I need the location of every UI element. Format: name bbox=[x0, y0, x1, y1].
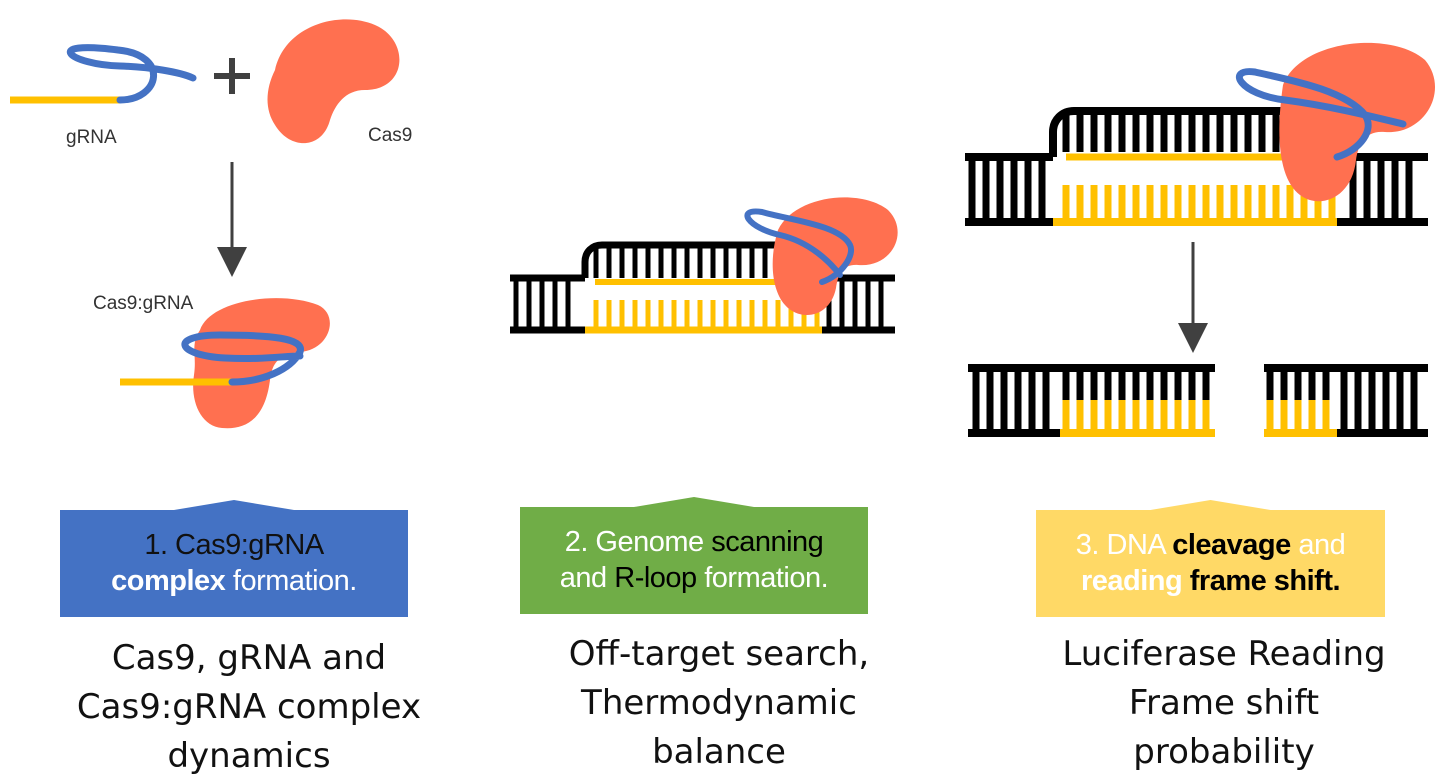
description-line: probability bbox=[1133, 732, 1315, 772]
step-3-title-part: 3. DNA bbox=[1075, 529, 1173, 561]
description-line: Luciferase Reading bbox=[1062, 634, 1386, 674]
step-3-title-part: frame shift. bbox=[1182, 565, 1341, 597]
step-1-box: 1. Cas9:gRNA complex formation. bbox=[60, 500, 408, 617]
step-1-description: Cas9, gRNA and Cas9:gRNA complex dynamic… bbox=[64, 634, 434, 781]
step-2-box: 2. Genome scanning and R-loop formation. bbox=[520, 497, 868, 614]
step-1-notch bbox=[174, 500, 294, 510]
description-line: dynamics bbox=[167, 736, 331, 776]
step-2-title-part: and bbox=[559, 562, 615, 594]
dna-rloop-small bbox=[510, 197, 898, 334]
description-line: Cas9:gRNA complex bbox=[76, 687, 422, 727]
plus-icon bbox=[214, 58, 250, 94]
step-2-title-part: formation. bbox=[696, 562, 829, 594]
description-line: Thermodynamic bbox=[581, 683, 857, 723]
step-3-title-part: and bbox=[1290, 529, 1346, 561]
step-2-title-part: R-loop bbox=[614, 562, 697, 594]
cas9-grna-label: Cas9:gRNA bbox=[93, 293, 194, 314]
dna-rloop-large bbox=[965, 42, 1436, 226]
step-3-title-part: cleavage bbox=[1172, 529, 1291, 561]
cleaved-dna bbox=[968, 364, 1428, 437]
cas9-label: Cas9 bbox=[368, 125, 413, 146]
cas9-grna-complex bbox=[120, 298, 330, 429]
step-1-title-part: complex bbox=[111, 565, 226, 597]
step-1-title-part: 1. Cas9:gRNA bbox=[144, 529, 324, 561]
step-2-description: Off-target search, Thermodynamic balance bbox=[535, 630, 903, 777]
cas9-protein bbox=[267, 19, 400, 144]
description-line: Cas9, gRNA and bbox=[111, 638, 387, 678]
grna-molecule bbox=[10, 44, 197, 104]
step-2-title-part: scanning bbox=[711, 526, 824, 558]
step-3-title-part: reading bbox=[1080, 565, 1183, 597]
step-2-notch bbox=[634, 497, 754, 507]
step-3-notch bbox=[1150, 500, 1271, 510]
description-line: Off-target search, bbox=[568, 634, 870, 674]
step-3-description: Luciferase Reading Frame shift probabili… bbox=[1040, 630, 1408, 777]
step-3-box: 3. DNA cleavage and reading frame shift. bbox=[1036, 500, 1385, 617]
description-line: balance bbox=[652, 732, 786, 772]
step-1-title-part: formation. bbox=[225, 565, 357, 597]
description-line: Frame shift bbox=[1128, 683, 1320, 723]
grna-label: gRNA bbox=[66, 127, 117, 148]
step-2-title-part: 2. Genome bbox=[564, 526, 712, 558]
